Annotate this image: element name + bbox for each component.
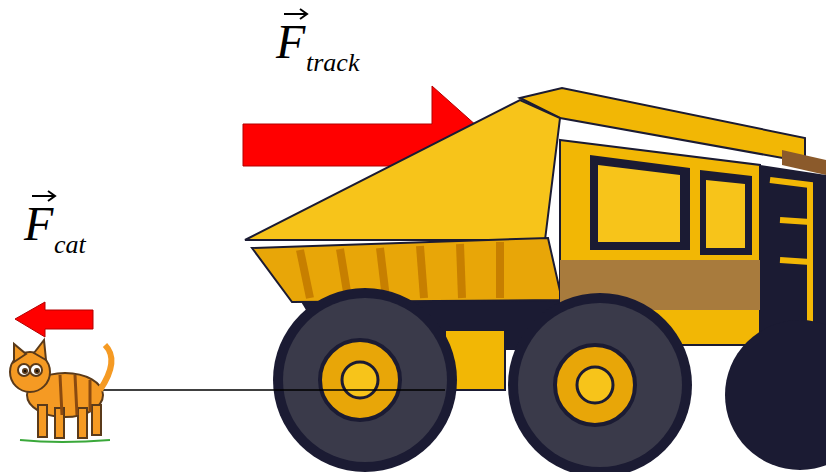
force-arrow (15, 302, 93, 337)
force-subscript: cat (54, 232, 86, 258)
rope (45, 389, 445, 391)
force-symbol: F (24, 200, 53, 248)
vector-arrow (32, 9, 307, 201)
dump-truck (245, 88, 826, 472)
cat (10, 340, 111, 442)
force-subscript: track (306, 50, 359, 76)
force-symbol: F (276, 18, 305, 66)
